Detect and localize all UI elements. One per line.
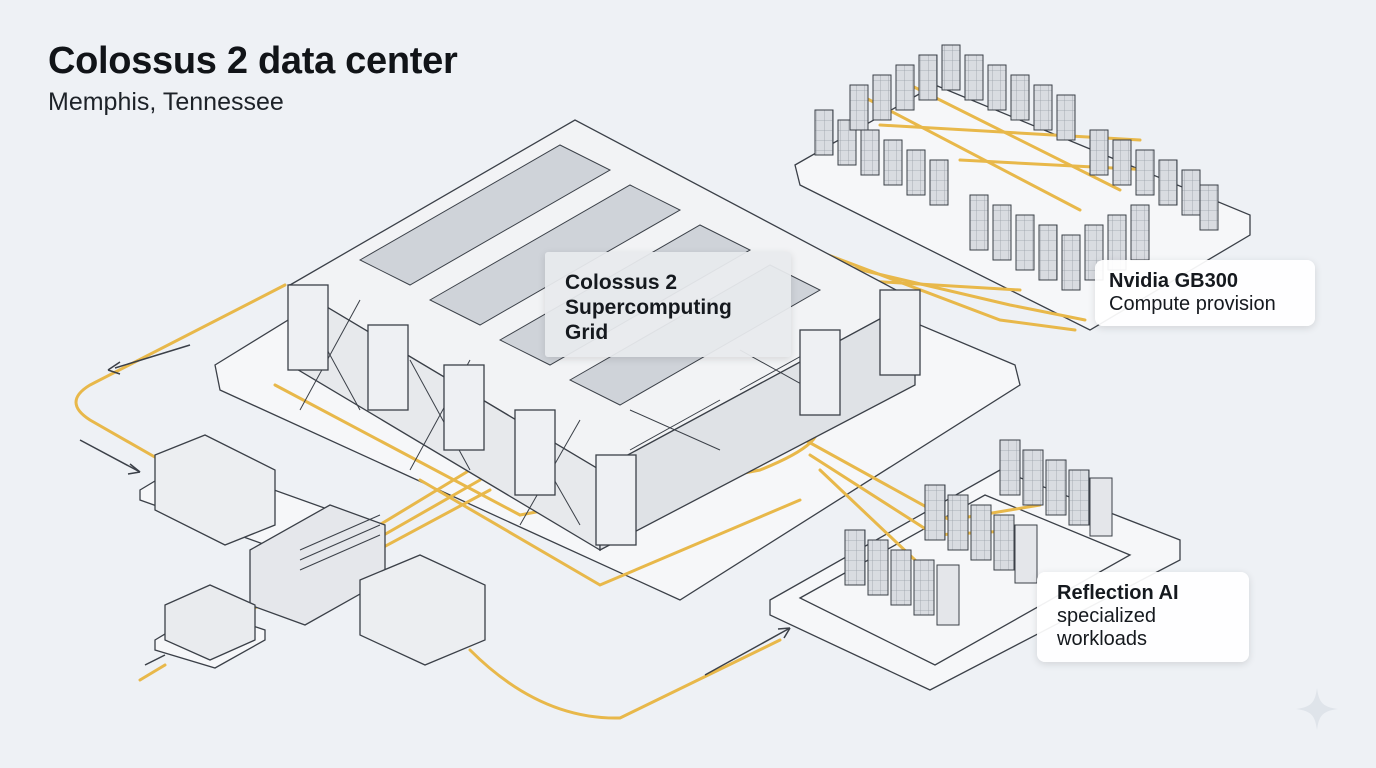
nvidia-callout-title: Nvidia GB300	[1109, 270, 1238, 292]
diagram-subtitle: Memphis, Tennessee	[48, 88, 284, 116]
center-label-text: Colossus 2 Supercomputing Grid	[565, 271, 732, 344]
power-station	[154, 434, 486, 666]
arrow-icon	[704, 627, 791, 676]
power-line-nvidia-lattice-1	[858, 93, 1082, 212]
reflection-callout: Reflection AI specialized workloads	[1037, 572, 1249, 662]
cooling-pillars	[287, 284, 921, 546]
diagram-title: Colossus 2 data center	[48, 40, 458, 82]
arrow-icon	[107, 361, 121, 375]
power-line-to-reflection-3	[818, 468, 917, 562]
power-line-left-loop	[74, 283, 287, 462]
arrow-icon	[79, 439, 141, 473]
power-line-bottom-feed	[468, 638, 782, 720]
nvidia-rack-field	[814, 44, 1219, 291]
arrow-icon	[127, 463, 141, 475]
arrow-icon	[777, 627, 791, 639]
reflection-platform-inner	[798, 494, 1132, 666]
center-label-box: Colossus 2 Supercomputing Grid	[545, 252, 791, 357]
arrow-icon	[144, 654, 166, 666]
reflection-callout-subtitle: specialized workloads	[1057, 605, 1156, 650]
power-line-to-nvidia-2	[838, 263, 1087, 322]
arrow-icon	[114, 344, 191, 369]
reflection-rack-field	[844, 439, 1113, 626]
reflection-callout-title: Reflection AI	[1057, 582, 1179, 604]
vent-slots	[299, 514, 381, 571]
arrow-icons	[79, 344, 791, 676]
nvidia-callout-subtitle: Compute provision	[1109, 293, 1276, 315]
power-line-incoming	[138, 663, 167, 682]
sparkle-icon	[1296, 688, 1338, 730]
nvidia-callout: Nvidia GB300 Compute provision	[1095, 260, 1315, 326]
power-line-inner-loop	[418, 478, 802, 587]
